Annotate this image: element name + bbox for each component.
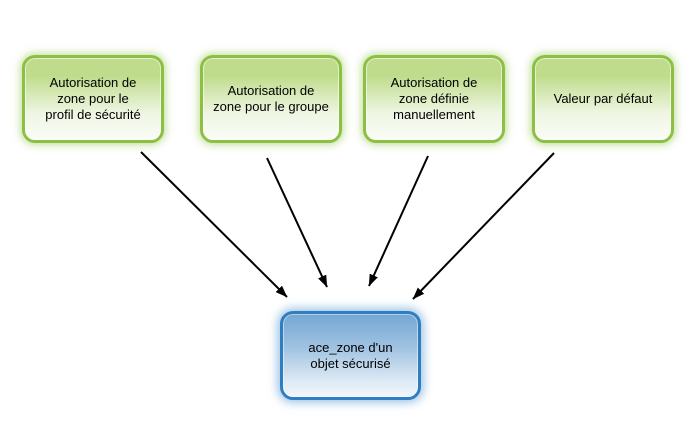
- arrow-zone-auth-security-profile-to-ace-zone: [140, 151, 288, 298]
- node-default-value-label: Valeur par défaut: [553, 91, 653, 106]
- node-ace-zone: ace_zone d'un objet sécurisé: [280, 311, 421, 400]
- arrow-group: [140, 151, 555, 300]
- node-ace-zone-label: ace_zone d'un objet sécurisé: [308, 339, 393, 371]
- arrow-zone-auth-group-to-ace-zone: [266, 157, 328, 288]
- node-zone-auth-group: Autorisation de zone pour le groupe: [200, 55, 342, 143]
- node-zone-auth-security-profile: Autorisation de zone pour le profil de s…: [22, 55, 164, 143]
- arrow-zone-auth-manual-to-ace-zone: [368, 155, 429, 287]
- node-zone-auth-manual-label: Autorisation de zone définie manuellemen…: [390, 75, 478, 122]
- node-zone-auth-manual: Autorisation de zone définie manuellemen…: [363, 55, 505, 143]
- arrow-default-value-to-ace-zone: [412, 152, 555, 300]
- node-zone-auth-security-profile-label: Autorisation de zone pour le profil de s…: [45, 75, 141, 122]
- node-zone-auth-group-label: Autorisation de zone pour le groupe: [213, 83, 329, 114]
- node-default-value: Valeur par défaut: [532, 55, 674, 143]
